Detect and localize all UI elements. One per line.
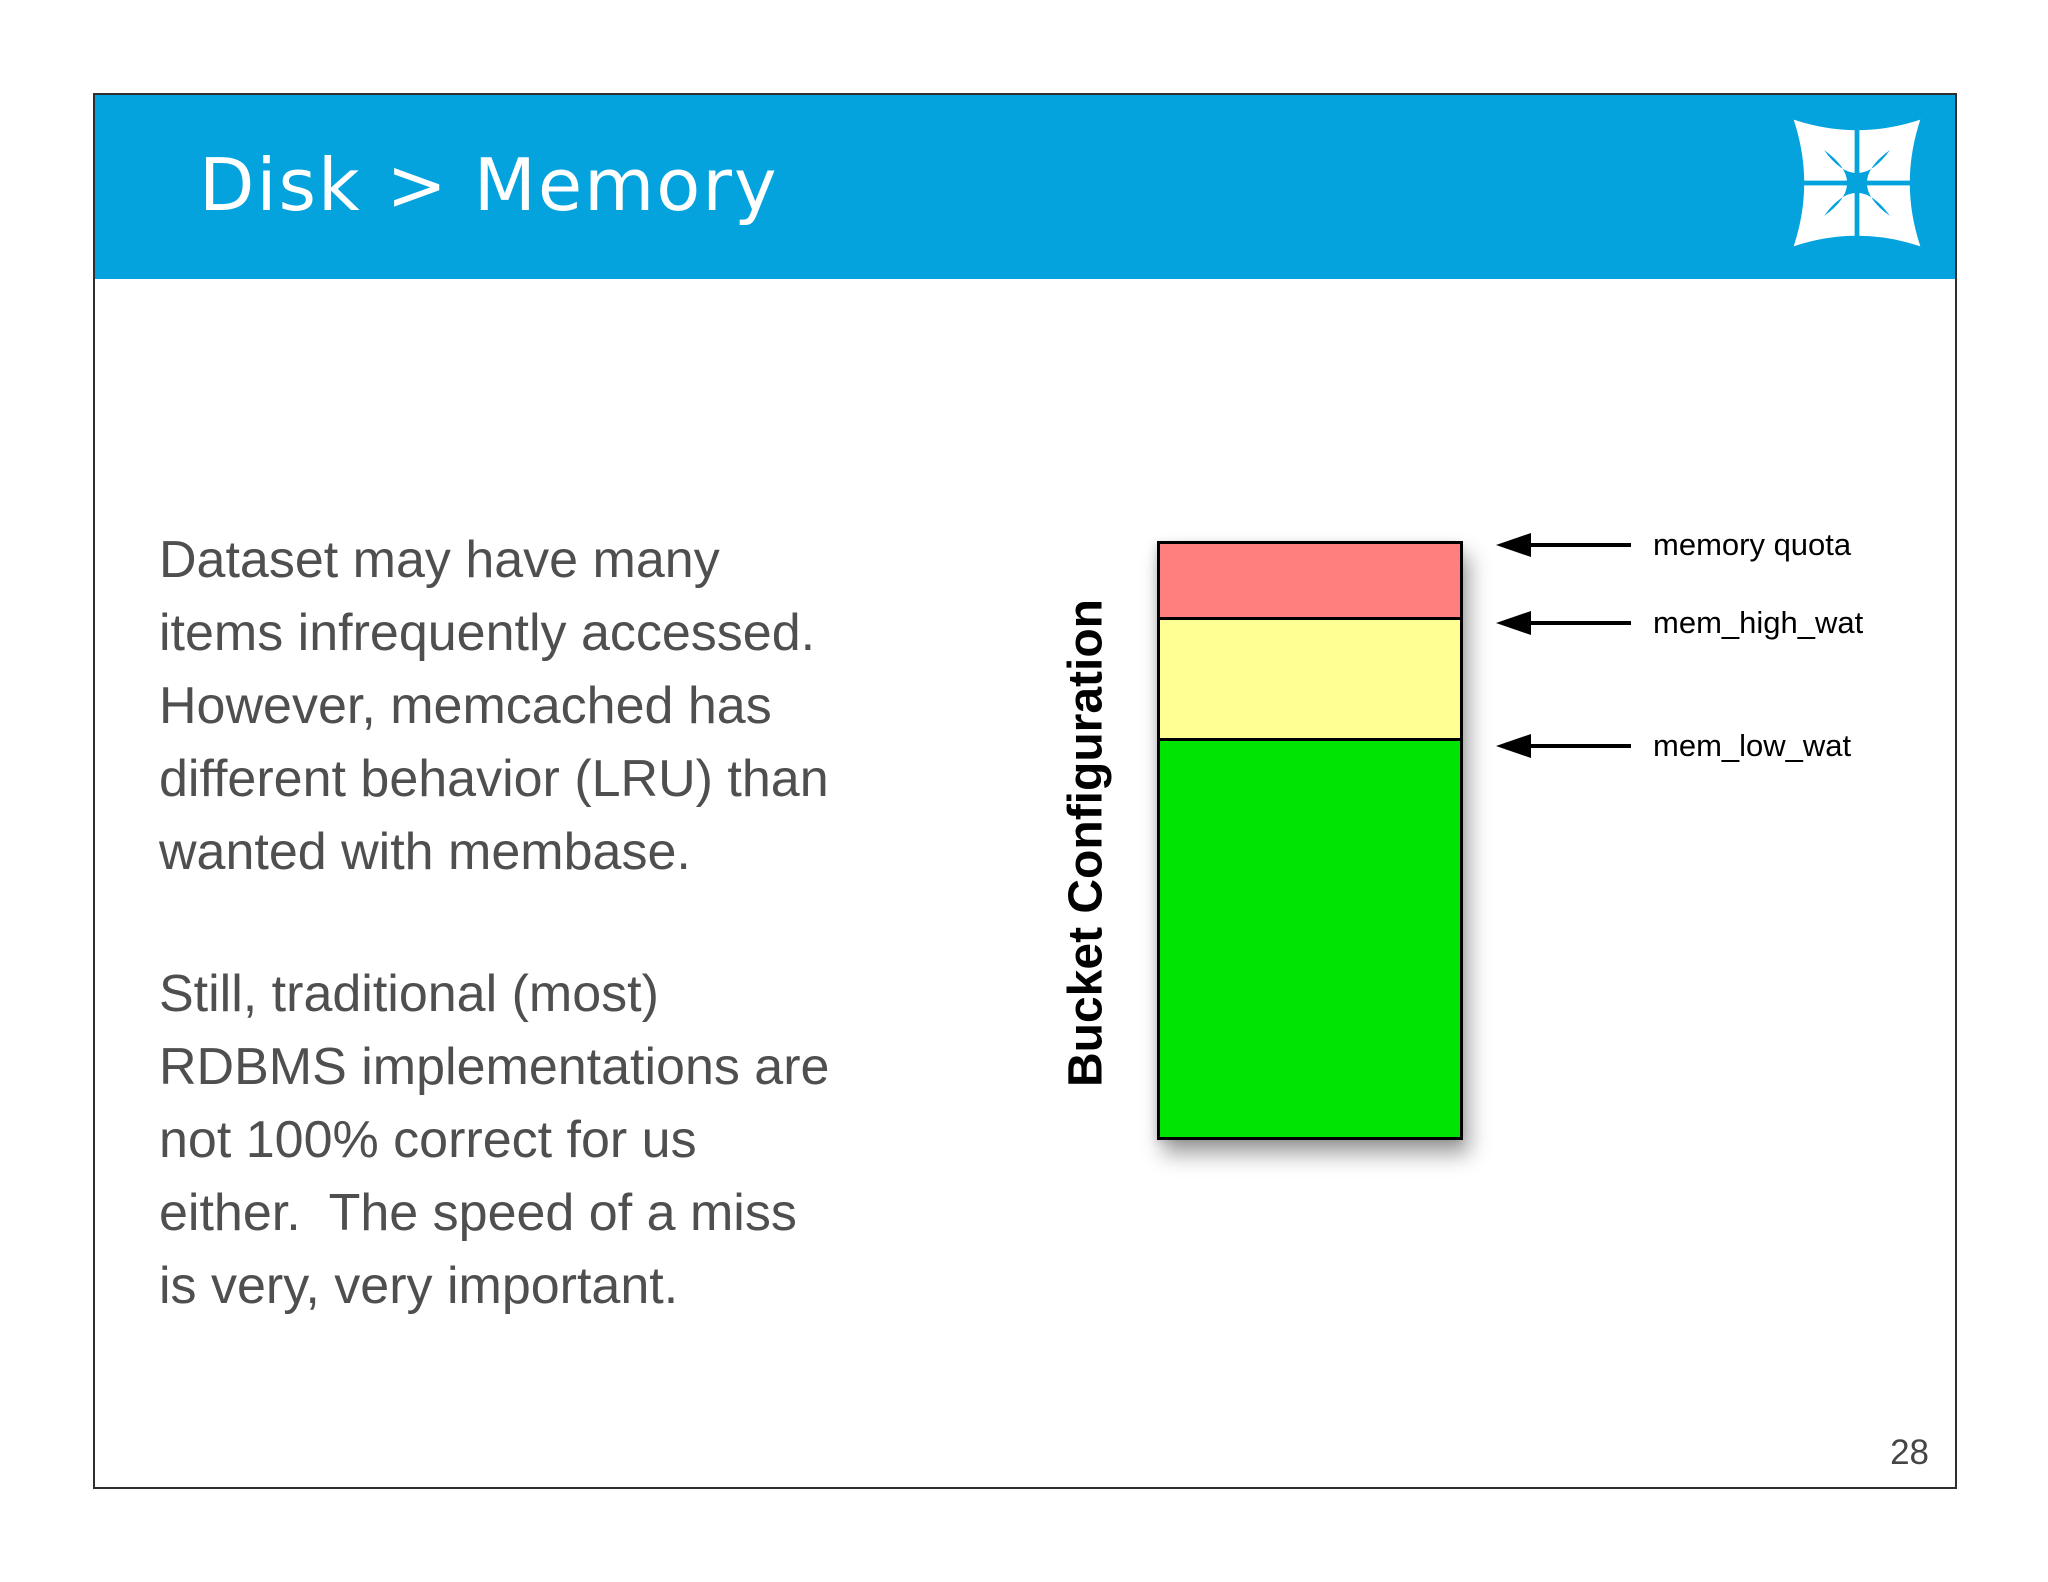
body-paragraph-2: Still, traditional (most) RDBMS implemen… [159, 965, 830, 1315]
bucket-segment-middle [1160, 620, 1460, 741]
slide: Disk > Memory Dataset may have many item… [93, 93, 1957, 1489]
bucket-segment-top [1160, 544, 1460, 620]
left-arrow-icon [1496, 611, 1631, 635]
body-paragraph-1: Dataset may have many items infrequently… [159, 531, 829, 881]
annotation-mem-high-wat: mem_high_wat [1495, 603, 1863, 643]
annotation-memory-quota: memory quota [1495, 525, 1851, 565]
title-bar: Disk > Memory [95, 95, 1955, 279]
left-arrow-icon [1496, 734, 1631, 758]
bucket-configuration-label: Bucket Configuration [1059, 599, 1113, 1087]
annotation-label: mem_high_wat [1653, 605, 1864, 640]
page-number: 28 [1890, 1433, 1929, 1472]
annotation-mem-low-wat: mem_low_wat [1495, 726, 1851, 766]
bucket-diagram [1157, 541, 1463, 1140]
annotation-label: memory quota [1653, 527, 1852, 562]
slide-title: Disk > Memory [199, 143, 779, 227]
bucket-segment-bottom [1160, 741, 1460, 1137]
left-arrow-icon [1496, 533, 1631, 557]
northscale-logo-icon [1791, 117, 1923, 249]
annotation-label: mem_low_wat [1653, 728, 1852, 763]
